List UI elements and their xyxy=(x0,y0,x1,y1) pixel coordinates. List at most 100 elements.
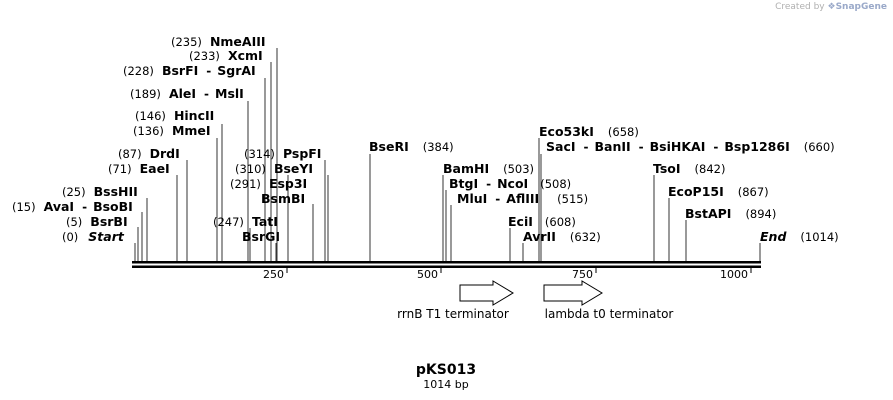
enzyme-name: SacI xyxy=(546,139,576,154)
enzyme-name: BanII xyxy=(594,139,630,154)
enzyme-name: NcoI xyxy=(497,176,528,191)
site-position: (842) xyxy=(695,162,726,176)
enzyme-name: SgrAI xyxy=(217,63,255,78)
credit-prefix: Created by xyxy=(775,2,825,12)
enzyme-name: BsiHKAI xyxy=(650,139,706,154)
site-position: (25) xyxy=(62,185,86,199)
site-position: (228) xyxy=(123,64,154,78)
site-label: (247) TatI xyxy=(213,214,278,229)
feature-label-lambda-t0: lambda t0 terminator xyxy=(545,307,674,321)
tick-label-500: 500 xyxy=(417,268,438,281)
site-label: BamHI(503) xyxy=(443,161,534,176)
site-position: (503) xyxy=(503,162,534,176)
site-label: (15) AvaI-BsoBI xyxy=(12,199,133,214)
cut-lines xyxy=(134,48,761,262)
site-position: (87) xyxy=(118,147,142,161)
site-label: (291) Esp3I xyxy=(230,176,307,191)
site-position: (71) xyxy=(108,162,132,176)
enzyme-name: BtgI xyxy=(449,176,478,191)
ruler-ticks xyxy=(286,268,752,273)
separator: - xyxy=(486,177,491,191)
enzyme-name: AflIII xyxy=(506,191,539,206)
enzyme-name: BsoBI xyxy=(93,199,133,214)
site-label-end: End (1014) xyxy=(760,229,839,244)
site-position: (136) xyxy=(133,124,164,138)
enzyme-name: MmeI xyxy=(172,123,211,138)
site-position: (310) xyxy=(235,162,266,176)
enzyme-name: MslI xyxy=(215,86,244,101)
separator: - xyxy=(82,200,87,214)
enzyme-name: HincII xyxy=(174,108,214,123)
site-position: (291) xyxy=(230,177,261,191)
enzyme-name: BssHII xyxy=(94,184,138,199)
site-position: (247) xyxy=(213,215,244,229)
site-position: (894) xyxy=(745,207,776,221)
site-label: Eco53kI(658) xyxy=(539,124,639,139)
feature-label-rrnB-T1: rrnB T1 terminator xyxy=(397,307,509,321)
enzyme-name: EciI xyxy=(508,214,533,229)
enzyme-name: PspFI xyxy=(283,146,322,161)
site-position: (15) xyxy=(12,200,36,214)
enzyme-name: AleI xyxy=(169,86,196,101)
site-position: (660) xyxy=(804,140,835,154)
enzyme-name: NmeAIII xyxy=(210,34,266,49)
site-label: MluI-AflIII(515) xyxy=(457,191,588,206)
snapgene-logo-icon: ❖ xyxy=(827,2,836,12)
enzyme-name: AvaI xyxy=(44,199,74,214)
site-label: (310) BseYI xyxy=(235,161,313,176)
tick-label-250: 250 xyxy=(263,268,284,281)
site-position: (658) xyxy=(608,125,639,139)
enzyme-name: BsrGI xyxy=(242,229,280,244)
separator: - xyxy=(713,140,718,154)
enzyme-name: Esp3I xyxy=(269,176,307,191)
site-position: (146) xyxy=(135,109,166,123)
end-label: End xyxy=(760,229,787,244)
bottom-strand xyxy=(132,265,761,268)
rrnB-T1-terminator-arrow xyxy=(459,280,514,306)
site-position: (608) xyxy=(545,215,576,229)
enzyme-name: BsrFI xyxy=(162,63,198,78)
site-label: (87) DrdI xyxy=(118,146,180,161)
site-position: (1014) xyxy=(800,230,838,244)
site-label: BtgI-NcoI (508) xyxy=(449,176,571,191)
enzyme-name: BsrBI xyxy=(90,214,127,229)
separator: - xyxy=(204,87,209,101)
enzyme-name: BseYI xyxy=(274,161,313,176)
sequence-backbone xyxy=(132,261,761,268)
site-label: SacI-BanII-BsiHKAI-Bsp1286I(660) xyxy=(546,139,835,154)
site-label: (146) HincII xyxy=(135,108,214,123)
enzyme-name: Bsp1286I xyxy=(724,139,789,154)
enzyme-name: DrdI xyxy=(150,146,180,161)
plasmid-name: pKS013 xyxy=(416,362,476,378)
start-label: Start xyxy=(88,229,125,244)
site-position: (189) xyxy=(130,87,161,101)
site-position: (5) xyxy=(66,215,82,229)
site-label: TsoI (842) xyxy=(653,161,725,176)
site-position: (632) xyxy=(570,230,601,244)
enzyme-name: BstAPI xyxy=(685,206,731,221)
snapgene-credit: Created by ❖SnapGene xyxy=(775,2,887,12)
site-label: (228) BsrFI-SgrAI xyxy=(123,63,256,78)
enzyme-name: MluI xyxy=(457,191,487,206)
site-label: (5) BsrBI xyxy=(66,214,128,229)
tick-label-750: 750 xyxy=(572,268,593,281)
separator: - xyxy=(206,64,211,78)
enzyme-name: AvrII xyxy=(523,229,556,244)
site-label-start: (0) Start xyxy=(62,229,125,244)
site-label: (136) MmeI xyxy=(133,123,211,138)
site-position: (0) xyxy=(62,230,78,244)
top-strand xyxy=(132,261,761,264)
site-labels: (0)Start (5)BsrBI (15)AvaI-BsoBI (25)Bss… xyxy=(12,34,839,244)
enzyme-name: EaeI xyxy=(140,161,170,176)
site-label: AvrII (632) xyxy=(523,229,601,244)
tick-label-1000: 1000 xyxy=(720,268,748,281)
site-label: (233)XcmI xyxy=(189,48,263,63)
site-label: (235)NmeAIII xyxy=(171,34,266,49)
enzyme-name: TatI xyxy=(252,214,278,229)
site-position: (508) xyxy=(540,177,571,191)
enzyme-name: TsoI xyxy=(653,161,681,176)
separator: - xyxy=(495,192,500,206)
site-label: (25) BssHII xyxy=(62,184,138,199)
site-label: BseRI(384) xyxy=(369,139,454,154)
